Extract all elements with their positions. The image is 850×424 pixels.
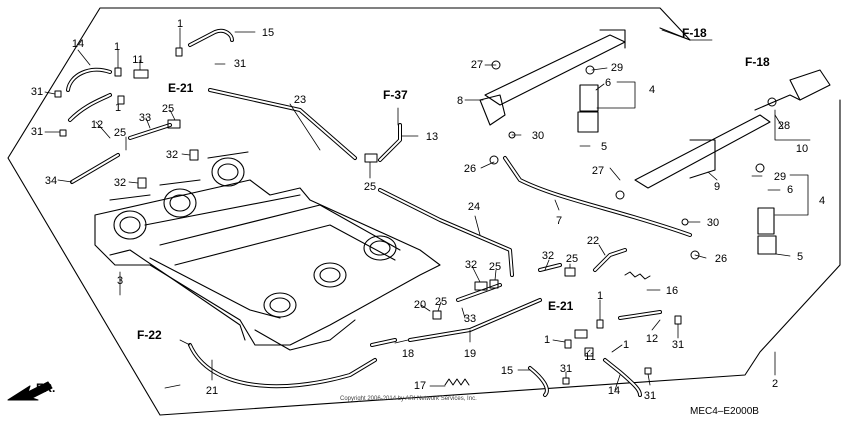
part-label: 12 <box>91 119 103 131</box>
part-label: 1 <box>114 41 120 53</box>
part-label: 30 <box>707 217 719 229</box>
part-label: 25 <box>364 181 376 193</box>
fittings <box>54 47 777 386</box>
part-label: 30 <box>532 130 544 142</box>
direction-label: FR. <box>36 381 55 395</box>
part-label: 32 <box>542 250 554 262</box>
section-refs: E-21 F-37 F-18 F-18 F-22 E-21 <box>137 26 770 342</box>
fuel-rail-lower <box>634 69 831 255</box>
part-label: 1 <box>544 334 550 346</box>
part-label: 17 <box>414 380 426 392</box>
part-label: 33 <box>139 112 151 124</box>
section-ref-e21[interactable]: E-21 <box>168 81 194 95</box>
diagram-code: MEC4–E2000B <box>690 406 759 417</box>
section-ref-f22[interactable]: F-22 <box>137 328 162 342</box>
part-label: 32 <box>114 177 126 189</box>
part-label: 15 <box>262 27 274 39</box>
part-label: 33 <box>464 313 476 325</box>
part-label: 11 <box>584 351 595 363</box>
part-label: 18 <box>402 348 414 360</box>
section-ref-f37[interactable]: F-37 <box>383 88 408 102</box>
part-label: 7 <box>556 215 562 227</box>
part-label: 20 <box>414 299 426 311</box>
part-label: 25 <box>489 261 501 273</box>
part-label: 1 <box>177 18 183 30</box>
part-label: 16 <box>666 285 678 297</box>
part-label: 13 <box>426 131 438 143</box>
part-label: 31 <box>560 363 572 375</box>
part-label: 2 <box>772 378 778 390</box>
part-label: 6 <box>787 184 793 196</box>
section-ref-e21[interactable]: E-21 <box>548 299 574 313</box>
part-label: 25 <box>566 253 578 265</box>
part-label: 19 <box>464 348 476 360</box>
part-label: 29 <box>611 62 623 74</box>
leader-lines <box>44 27 811 391</box>
part-label: 24 <box>468 201 480 213</box>
part-label: 27 <box>592 165 604 177</box>
intake-manifold <box>94 151 441 351</box>
part-label: 5 <box>601 141 607 153</box>
part-label: 31 <box>31 86 43 98</box>
section-ref-f18[interactable]: F-18 <box>682 26 707 40</box>
part-label: 6 <box>605 77 611 89</box>
part-label: 1 <box>115 102 121 114</box>
part-label: 32 <box>465 259 477 271</box>
part-label: 5 <box>797 251 803 263</box>
part-label: 22 <box>587 235 599 247</box>
part-label: 27 <box>471 59 483 71</box>
part-label: 31 <box>644 390 656 402</box>
part-label: 26 <box>715 253 727 265</box>
part-label: 11 <box>132 54 143 66</box>
part-label: 14 <box>72 38 84 50</box>
part-label: 12 <box>646 333 658 345</box>
part-label: 26 <box>464 163 476 175</box>
copyright-notice: Copyright 2006-2014 by ARI Network Servi… <box>340 396 477 402</box>
part-label: 23 <box>294 94 306 106</box>
part-label: 32 <box>166 149 178 161</box>
part-label: 31 <box>31 126 43 138</box>
part-labels: 14 1 1 15 11 31 31 1 31 12 25 33 25 23 3… <box>31 18 825 402</box>
part-label: 34 <box>45 175 57 187</box>
part-label: 31 <box>234 58 246 70</box>
part-label: 25 <box>114 127 126 139</box>
part-label: 29 <box>774 171 786 183</box>
fuel-rail-upper <box>479 29 626 133</box>
part-label: 10 <box>796 143 808 155</box>
part-label: 1 <box>597 290 603 302</box>
fr-arrow <box>7 381 53 401</box>
part-label: 4 <box>819 195 825 207</box>
section-ref-f18[interactable]: F-18 <box>745 55 770 69</box>
part-label: 28 <box>778 120 790 132</box>
part-label: 8 <box>457 95 463 107</box>
frame-outline <box>7 7 841 416</box>
part-label: 25 <box>162 103 174 115</box>
part-label: 21 <box>206 385 218 397</box>
part-label: 1 <box>623 339 629 351</box>
part-label: 3 <box>117 275 123 287</box>
part-label: 31 <box>672 339 684 351</box>
part-label: 4 <box>649 84 655 96</box>
part-label: 9 <box>714 181 720 193</box>
part-label: 15 <box>501 365 513 377</box>
part-label: 25 <box>435 296 447 308</box>
part-label: 14 <box>608 385 620 397</box>
